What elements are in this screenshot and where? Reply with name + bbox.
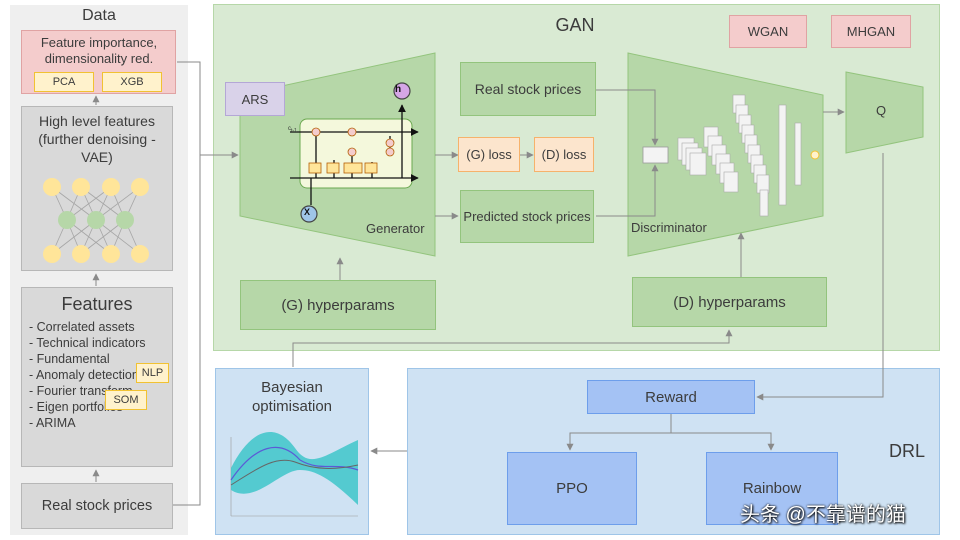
data-panel-title: Data	[82, 7, 116, 24]
predicted-prices-box: Predicted stock prices	[460, 190, 594, 243]
xgb-tag: XGB	[102, 72, 162, 92]
nlp-tag: NLP	[136, 363, 169, 383]
gan-real-prices-box: Real stock prices	[460, 62, 596, 116]
pca-tag: PCA	[34, 72, 94, 92]
discriminator-label: Discriminator	[631, 220, 707, 235]
features-title: Features	[61, 293, 133, 314]
data-real-prices-label: Real stock prices	[41, 498, 153, 514]
drl-title: DRL	[889, 441, 926, 461]
q-shape	[845, 71, 924, 154]
feature-item: - ARIMA	[29, 416, 76, 430]
g-hyperparams-box: (G) hyperparams	[240, 280, 436, 330]
q-label: Q	[875, 102, 887, 118]
high-level-features-label: High level features (further denoising -…	[38, 113, 156, 165]
mhgan-box: MHGAN	[831, 15, 911, 48]
cnn-layers-illustration	[642, 94, 820, 217]
gan-title: GAN	[555, 14, 595, 35]
bayes-title: Bayesian optimisation	[251, 379, 333, 415]
d-loss-box: (D) loss	[534, 137, 594, 172]
ppo-box: PPO	[507, 452, 637, 525]
vae-network-illustration	[43, 178, 149, 263]
data-real-prices-box: Real stock prices	[21, 483, 173, 529]
wgan-box: WGAN	[729, 15, 807, 48]
feature-item: - Fundamental	[29, 352, 110, 366]
rainbow-box: Rainbow	[706, 452, 838, 525]
ars-box: ARS	[225, 82, 285, 116]
lstm-x-label: X	[304, 207, 311, 217]
g-loss-box: (G) loss	[458, 137, 520, 172]
feature-item: - Correlated assets	[29, 320, 135, 334]
generator-label: Generator	[366, 221, 425, 236]
feature-item: - Eigen portfolios	[29, 400, 123, 414]
feature-importance-label: Feature importance, dimensionality red.	[40, 35, 158, 66]
lstm-cell-illustration	[290, 82, 419, 223]
features-box: Features - Correlated assets - Technical…	[21, 287, 173, 467]
feature-item: - Technical indicators	[29, 336, 146, 350]
watermark-text: 头条 @不靠谱的猫	[740, 504, 906, 526]
lstm-h-label: h	[395, 84, 402, 95]
feature-importance-box: Feature importance, dimensionality red. …	[21, 30, 176, 94]
d-hyperparams-box: (D) hyperparams	[632, 277, 827, 327]
feature-item: - Anomaly detection	[29, 368, 139, 382]
reward-box: Reward	[587, 380, 755, 414]
som-tag: SOM	[105, 390, 147, 410]
bayes-plot-illustration	[230, 431, 359, 517]
